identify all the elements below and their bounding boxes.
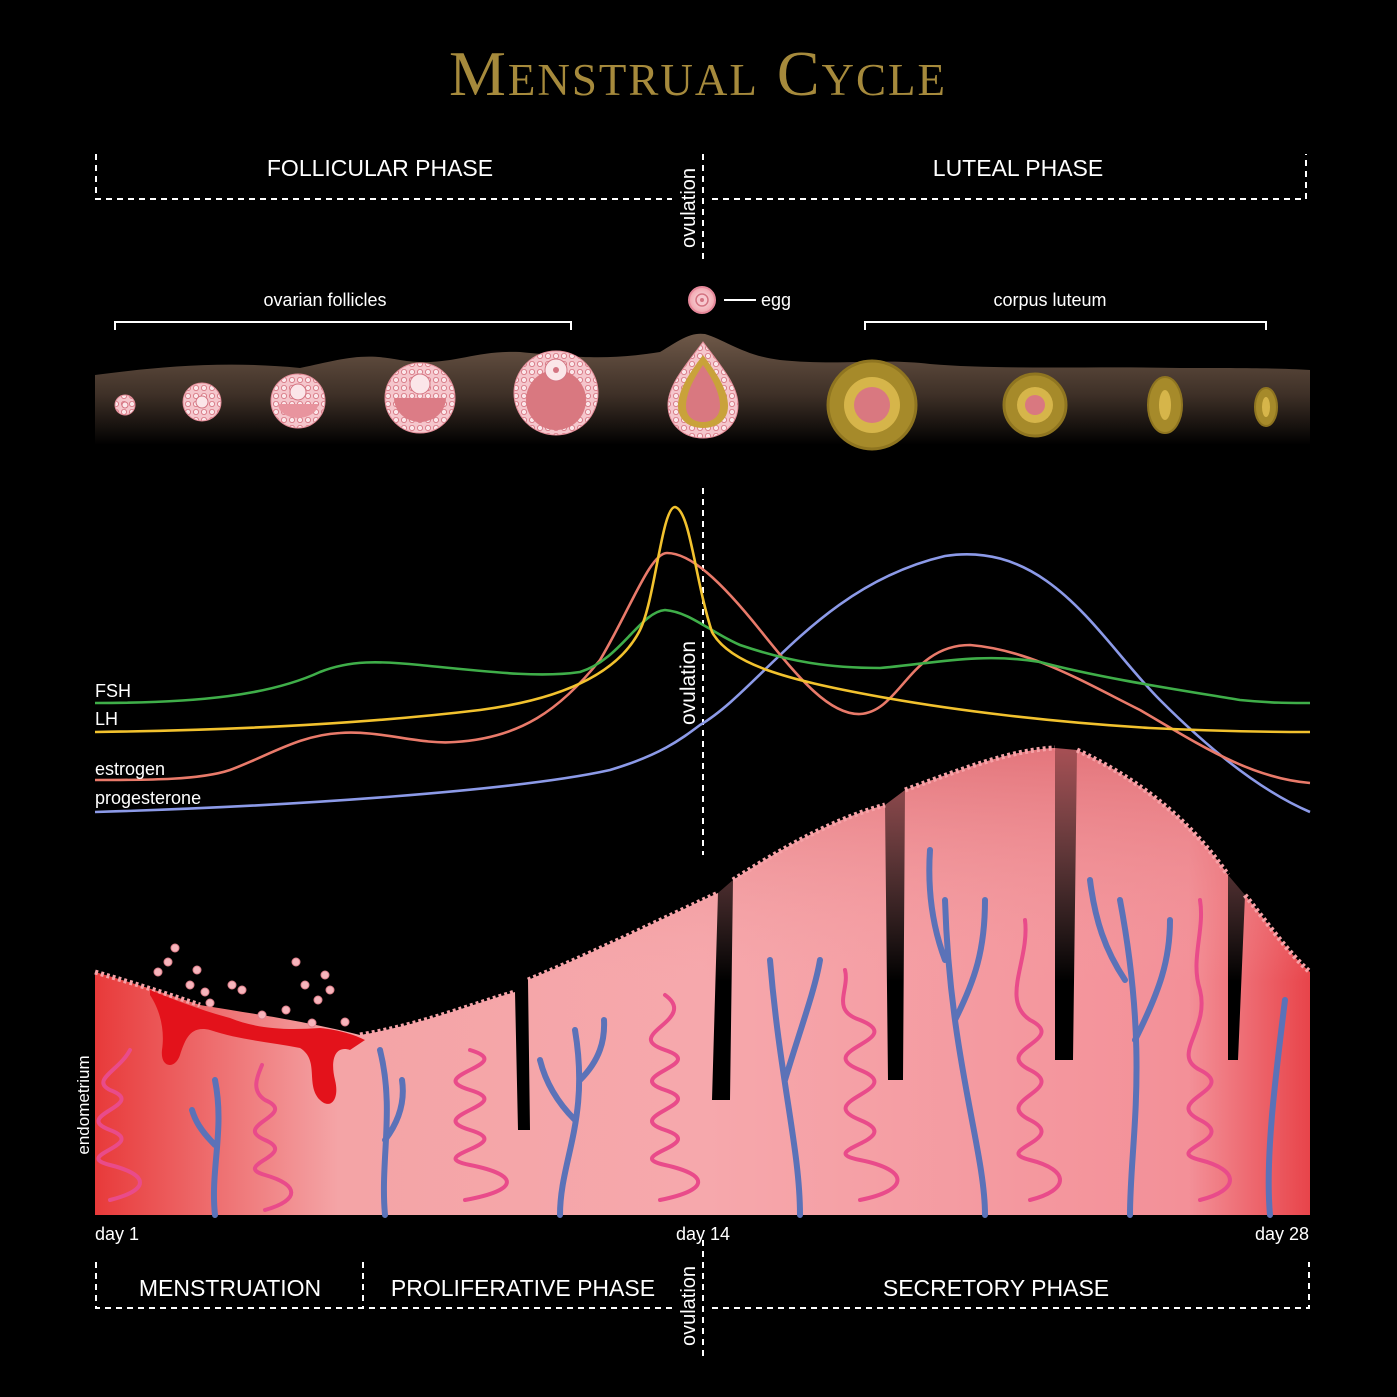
shed-cells [153, 943, 350, 1028]
follicular-phase-label: FOLLICULAR PHASE [267, 155, 493, 181]
spiral-arteries [96, 898, 1232, 1212]
ovulation-label-top: ovulation [678, 168, 700, 248]
endometrium-illustration [94, 745, 1312, 1218]
follicle-icon [384, 362, 456, 434]
follicle-icon [270, 373, 326, 429]
ruptured-follicle-icon [667, 341, 739, 439]
corpus-luteum-label: corpus luteum [993, 290, 1106, 310]
lh-curve [94, 505, 1311, 734]
lh-label: LH [95, 709, 118, 729]
ovarian-follicles-label: ovarian follicles [263, 290, 386, 310]
ovarian-follicles [114, 341, 739, 439]
day-start-label: day 1 [95, 1224, 139, 1244]
secretory-phase-label: SECRETORY PHASE [883, 1275, 1109, 1301]
corpus-albicans-icon [1254, 387, 1278, 427]
ovulation-label-bottom: ovulation [678, 1266, 700, 1346]
ovulation-label-hormones: ovulation [677, 641, 700, 725]
corpus-luteum-stages [826, 359, 1278, 451]
follicle-icon [182, 382, 222, 422]
egg-icon [688, 286, 716, 314]
follicle-icon [114, 394, 136, 416]
page-title: Menstrual Cycle [449, 38, 947, 109]
fsh-label: FSH [95, 681, 131, 701]
corpus-luteum-icon [826, 359, 918, 451]
corpus-luteum-icon [1002, 372, 1068, 438]
progesterone-label: progesterone [95, 788, 201, 808]
estrogen-curve [94, 551, 1311, 785]
fsh-curve [94, 608, 1311, 705]
day-mid-label: day 14 [676, 1224, 730, 1244]
estrogen-label: estrogen [95, 759, 165, 779]
corpus-luteum-bracket [864, 321, 1267, 330]
egg-label: egg [761, 290, 791, 310]
ovarian-follicles-bracket [114, 321, 572, 330]
uterine-phase-bracket [95, 1240, 1310, 1360]
luteal-phase-label: LUTEAL PHASE [933, 155, 1103, 181]
hormone-legend: FSH LH estrogen progesterone [95, 681, 201, 808]
corpus-luteum-icon [1147, 376, 1183, 434]
hormone-curves [94, 505, 1311, 814]
follicle-icon [513, 350, 599, 436]
day-end-label: day 28 [1255, 1224, 1309, 1244]
blood-vessels [189, 847, 1288, 1218]
endometrium-surface [94, 745, 1312, 1038]
menstrual-blood [150, 990, 365, 1104]
ovarian-phase-bracket [95, 154, 1307, 262]
progesterone-curve [94, 553, 1311, 814]
endometrium-shading [95, 748, 1310, 1215]
endometrium-label: endometrium [74, 1055, 93, 1154]
proliferative-phase-label: PROLIFERATIVE PHASE [391, 1275, 655, 1301]
menstruation-label: MENSTRUATION [139, 1275, 321, 1301]
